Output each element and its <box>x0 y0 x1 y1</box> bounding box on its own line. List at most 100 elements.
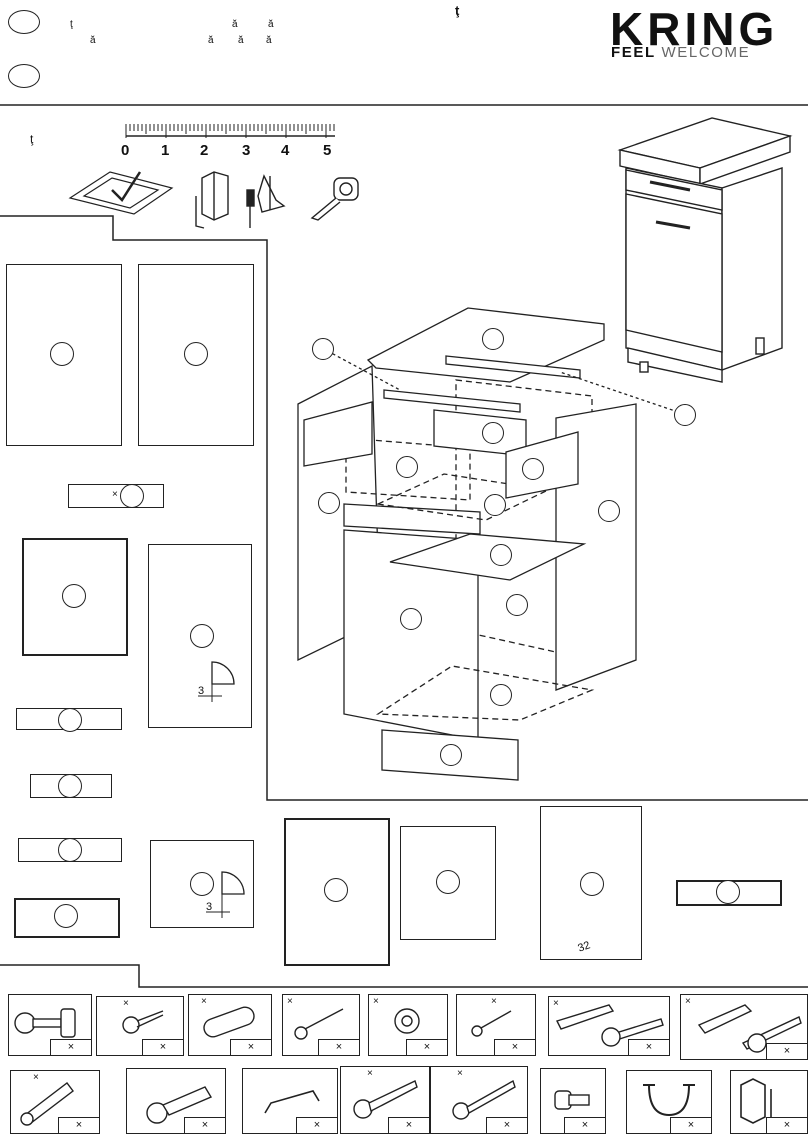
hardware-pipe-clip: × <box>626 1070 712 1134</box>
drawer-slide-icon <box>556 1004 664 1047</box>
hardware-confirmat: × × <box>282 994 360 1056</box>
hardware-screw: × × <box>96 996 184 1056</box>
part-number-circle <box>54 904 78 928</box>
wood-screw-icon <box>452 1079 516 1120</box>
adjustable-leg-icon <box>14 1008 76 1038</box>
quantity-box: × <box>50 1039 92 1056</box>
ruler-number: 5 <box>323 142 332 159</box>
part-number-circle <box>440 744 462 766</box>
hardware-mark: × <box>123 998 129 1009</box>
rail-mark: × <box>112 489 118 500</box>
shelf-pin-icon <box>554 1090 590 1110</box>
hardware-mark: × <box>33 1072 39 1083</box>
part-number-circle <box>674 404 696 426</box>
hinge-offset-label: 3 <box>206 901 213 913</box>
hinge-offset-label: 3 <box>198 685 205 697</box>
quantity-box: × <box>318 1039 360 1056</box>
header-text: ă <box>208 35 214 46</box>
header-text: ă <box>268 19 274 30</box>
quantity-box: × <box>142 1039 184 1056</box>
quantity-box: × <box>296 1117 338 1134</box>
hardware-hinge: × <box>126 1068 226 1134</box>
hardware-long-screw: × × <box>340 1066 430 1134</box>
quantity-box: × <box>564 1117 606 1134</box>
part-number-circle <box>318 492 340 514</box>
ruler-number: 0 <box>121 142 130 159</box>
header-title-char: ţ <box>455 3 460 18</box>
part-number-circle <box>312 338 334 360</box>
cam-lock-icon <box>394 1008 420 1034</box>
hardware-dowel: × × <box>188 994 272 1056</box>
ruler-number: 1 <box>161 142 170 159</box>
quantity-box: × <box>670 1117 712 1134</box>
hardware-mark: × <box>491 996 497 1007</box>
quantity-box: × <box>628 1039 670 1056</box>
handle-icon <box>264 1090 320 1114</box>
part-number-circle <box>58 708 82 732</box>
hardware-mark: × <box>457 1068 463 1079</box>
wood-screw-icon <box>471 1010 512 1037</box>
hardware-mark: × <box>367 1068 373 1079</box>
hardware-mark: × <box>201 996 207 1007</box>
quantity-box: × <box>494 1039 536 1056</box>
part-number-circle <box>716 880 740 904</box>
quantity-box: × <box>388 1117 430 1134</box>
header-text: ă <box>232 19 238 30</box>
quantity-box: × <box>184 1117 226 1134</box>
hardware-shelf-pin: × <box>540 1068 606 1134</box>
part-number-circle <box>396 456 418 478</box>
pipe-clip-icon <box>643 1084 695 1117</box>
screw-icon <box>122 1010 164 1034</box>
tagline-light: WELCOME <box>661 44 751 61</box>
drawer-slide-icon <box>697 1004 802 1053</box>
part-number-circle <box>484 494 506 516</box>
hex-key-icon <box>740 1078 793 1124</box>
long-screw-icon <box>353 1080 418 1119</box>
hinge-icon <box>146 1086 213 1124</box>
quantity-box: × <box>230 1039 272 1056</box>
header-text: ă <box>266 35 272 46</box>
screwdriver-icon <box>246 174 286 228</box>
part-number-circle <box>58 774 82 798</box>
top-rail <box>68 484 164 508</box>
part-number-circle <box>324 878 348 902</box>
quantity-box: × <box>406 1039 448 1056</box>
part-number-circle <box>50 342 74 366</box>
tape-measure-icon <box>310 177 359 221</box>
part-number-circle <box>522 458 544 480</box>
part-number-circle <box>436 870 460 894</box>
quantity-box: × <box>766 1117 808 1134</box>
language-circle-1 <box>8 10 40 34</box>
part-number-circle <box>184 342 208 366</box>
ruler-number: 4 <box>281 142 290 159</box>
hardware-drawer-slide-b: × × <box>680 994 808 1060</box>
part-number-circle <box>190 624 214 648</box>
quantity-box: × <box>58 1117 100 1134</box>
part-number-circle <box>506 594 528 616</box>
hardware-small-screw: × × <box>456 994 536 1056</box>
part-number-circle <box>190 872 214 896</box>
wooden-dowel-icon <box>203 1006 255 1038</box>
tools-label: ţ <box>30 132 34 146</box>
hardware-handle: × <box>242 1068 338 1134</box>
part-number-circle <box>58 838 82 862</box>
hardware-leg: × <box>8 994 92 1056</box>
brand-logo: KRING <box>610 3 779 55</box>
part-number-circle <box>580 872 604 896</box>
tagline-bold: FEEL <box>611 44 656 61</box>
part-number-circle <box>120 484 144 508</box>
part-number-circle <box>598 500 620 522</box>
part-number-circle <box>482 328 504 350</box>
hardware-mark: × <box>287 996 293 1007</box>
confirmat-screw-icon <box>294 1008 344 1040</box>
ruler-number: 3 <box>242 142 251 159</box>
brand-tagline: FEEL WELCOME <box>611 44 750 61</box>
quantity-box: × <box>486 1117 528 1134</box>
part-number-circle <box>482 422 504 444</box>
part-number-circle <box>490 684 512 706</box>
